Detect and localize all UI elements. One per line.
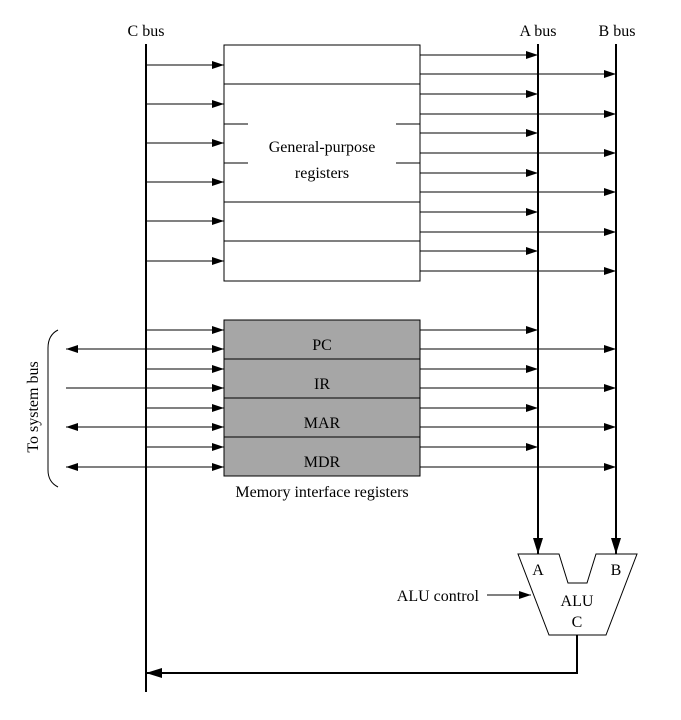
mir-input-arrows xyxy=(146,326,224,451)
ir-label: IR xyxy=(314,376,330,393)
alu-shape xyxy=(517,553,638,636)
alu-output-to-c-bus xyxy=(146,635,578,678)
pc-label: PC xyxy=(312,337,332,354)
c-bus-label: C bus xyxy=(128,23,165,40)
alu-label: ALU xyxy=(561,593,594,610)
mir-output-arrows xyxy=(420,326,616,471)
a-bus-label: A bus xyxy=(520,23,557,40)
memory-interface-caption: Memory interface registers xyxy=(235,484,408,501)
gpr-input-arrows xyxy=(146,61,224,265)
alu-control-label: ALU control xyxy=(397,588,480,605)
gpr-label-line1: General-purpose xyxy=(269,139,376,156)
system-bus-bracket xyxy=(47,329,59,488)
alu-input-a-label: A xyxy=(532,562,544,579)
system-bus-connections: To system bus xyxy=(25,329,224,488)
gpr-output-arrows xyxy=(420,51,616,275)
general-purpose-registers: General-purpose registers xyxy=(223,44,421,282)
pc-register xyxy=(223,319,421,360)
memory-interface-registers: PC IR MAR MDR Memory interface registers xyxy=(223,319,421,501)
system-bus-label: To system bus xyxy=(25,361,42,452)
mdr-register xyxy=(223,436,421,477)
mdr-label: MDR xyxy=(304,454,341,471)
gpr-label-line2: registers xyxy=(295,165,349,182)
alu-output-c-label: C xyxy=(572,614,583,631)
b-bus-label: B bus xyxy=(599,23,636,40)
alu-input-b-label: B xyxy=(611,562,622,579)
alu: A B ALU C ALU control xyxy=(397,553,638,636)
mar-label: MAR xyxy=(304,415,341,432)
